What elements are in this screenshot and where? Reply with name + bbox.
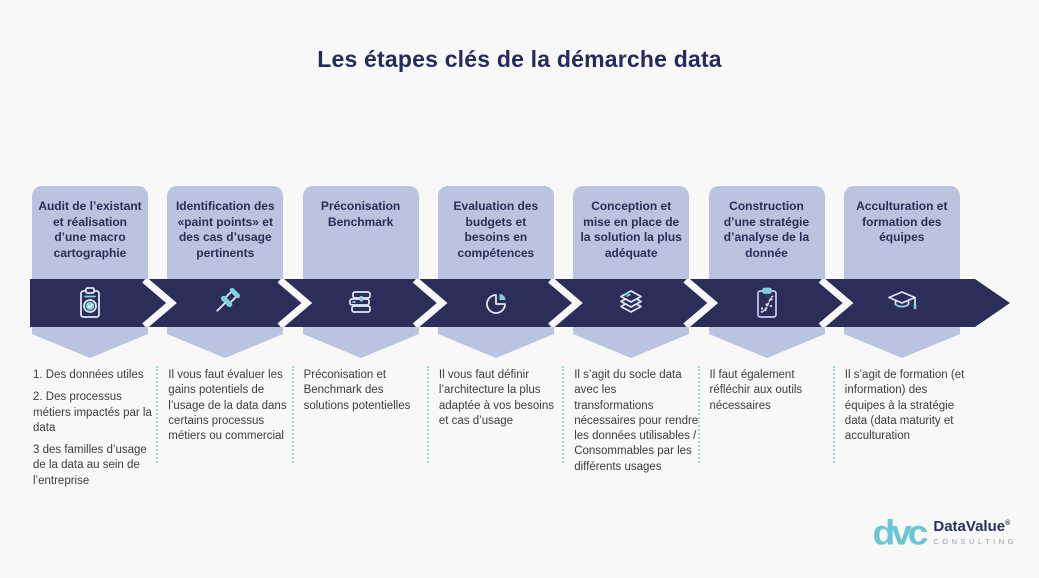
step-pointer	[167, 334, 284, 358]
logo-text: DataValue® CONSULTING	[933, 517, 1017, 547]
clipboard-check-icon	[70, 283, 110, 323]
step-description-block: Il s’agit de formation (et information) …	[845, 368, 969, 444]
pie-chart-icon	[476, 283, 516, 323]
step-description: Il faut également réfléchir aux outils n…	[709, 369, 803, 412]
dotted-separator	[156, 366, 159, 463]
step-description: 3 des familles d’usage de la data au sei…	[33, 444, 147, 487]
dotted-separator	[426, 366, 429, 463]
step-pointer	[32, 334, 148, 358]
dotted-separator	[291, 366, 294, 463]
logo-subtitle: CONSULTING	[933, 537, 1017, 547]
graduation-cap-icon	[882, 283, 922, 323]
step-description: Il vous faut définir l’architecture la p…	[438, 369, 554, 427]
step-pointer	[302, 334, 419, 358]
step-title: Identification des «paint points» et des…	[175, 199, 275, 260]
step-description: Il s’agit de formation (et information) …	[844, 369, 965, 443]
pushpin-icon	[205, 283, 245, 323]
registered-mark: ®	[1005, 519, 1011, 527]
step-description-block: Préconisation et Benchmark des solutions…	[304, 368, 428, 414]
step-description: Il vous faut évaluer les gains potentiel…	[168, 369, 287, 443]
step-description: 2. Des processus métiers impactés par la…	[33, 391, 152, 434]
dotted-separator	[832, 366, 835, 463]
step-pointer	[437, 334, 554, 358]
step-pointer	[708, 334, 825, 358]
chevron-separators	[142, 279, 854, 327]
step-description-block: Il vous faut évaluer les gains potentiel…	[168, 368, 292, 444]
infographic-page: { "title": "Les étapes clés de la démarc…	[0, 46, 1039, 578]
step-description-block: Il s’agit du socle data avec les transfo…	[574, 368, 698, 475]
datavalue-logo: dvc DataValue® CONSULTING	[873, 514, 1017, 551]
logo-name: DataValue®	[933, 517, 1011, 535]
step-description-block: Il faut également réfléchir aux outils n…	[710, 368, 834, 414]
step-title: Acculturation et formation des équipes	[856, 199, 948, 245]
step-description: Il s’agit du socle data avec les transfo…	[574, 369, 699, 473]
dvc-logo-icon: dvc	[872, 513, 929, 552]
layers-icon	[611, 283, 651, 323]
dotted-separator	[697, 366, 700, 463]
step-description-block: 1. Des données utiles 2. Des processus mé…	[33, 368, 157, 489]
dotted-separator	[562, 366, 565, 463]
process-diagram: Audit de l’existant et réalisation d’une…	[30, 186, 1030, 578]
clipboard-chart-icon	[747, 283, 787, 323]
step-title: Evaluation des budgets et besoins en com…	[453, 199, 539, 260]
step-description: 1. Des données utiles	[33, 369, 144, 381]
step-description-block: Il vous faut définir l’architecture la p…	[439, 368, 563, 429]
step-title: Préconisation Benchmark	[320, 199, 401, 229]
step-pointer	[573, 334, 690, 358]
step-title: Construction d’une stratégie d’analyse d…	[723, 199, 810, 260]
step-pointer	[843, 334, 960, 358]
step-title: Audit de l’existant et réalisation d’une…	[38, 199, 142, 260]
page-title: Les étapes clés de la démarche data	[317, 46, 722, 72]
step-title: Conception et mise en place de la soluti…	[580, 199, 682, 260]
books-icon	[341, 283, 381, 323]
step-description: Préconisation et Benchmark des solutions…	[303, 369, 411, 412]
timeline-arrow-band	[30, 279, 1010, 327]
